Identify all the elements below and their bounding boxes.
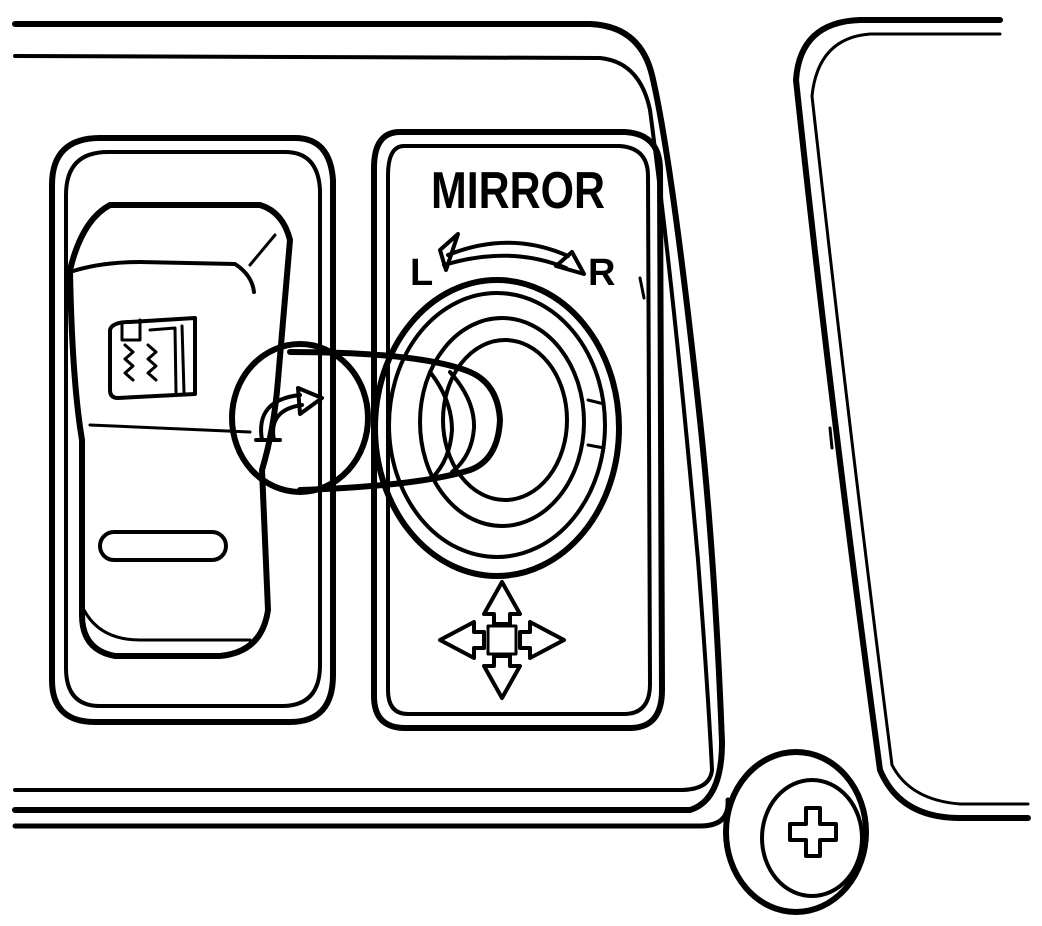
rotate-arrow-icon: [254, 386, 324, 442]
mirror-label: MIRROR: [431, 162, 605, 220]
four-way-arrows-icon: [438, 580, 566, 700]
indicator-light-bar: [98, 530, 228, 562]
defrost-rocker-switch[interactable]: [67, 202, 293, 659]
rear-defrost-icon: [108, 316, 197, 400]
mirror-control-panel: [371, 129, 665, 731]
adjacent-panel: [793, 17, 1031, 821]
mirror-joystick[interactable]: [229, 341, 503, 495]
defrost-switch-bezel: [49, 135, 336, 725]
phillips-screw: [723, 749, 869, 915]
joystick-base: [372, 277, 622, 579]
phillips-screw-icon: [788, 806, 838, 858]
left-right-arc-arrow-icon: [438, 232, 586, 276]
joystick-knob[interactable]: [229, 341, 371, 495]
left-mirror-label: L: [410, 252, 433, 294]
right-mirror-label: R: [588, 252, 615, 294]
